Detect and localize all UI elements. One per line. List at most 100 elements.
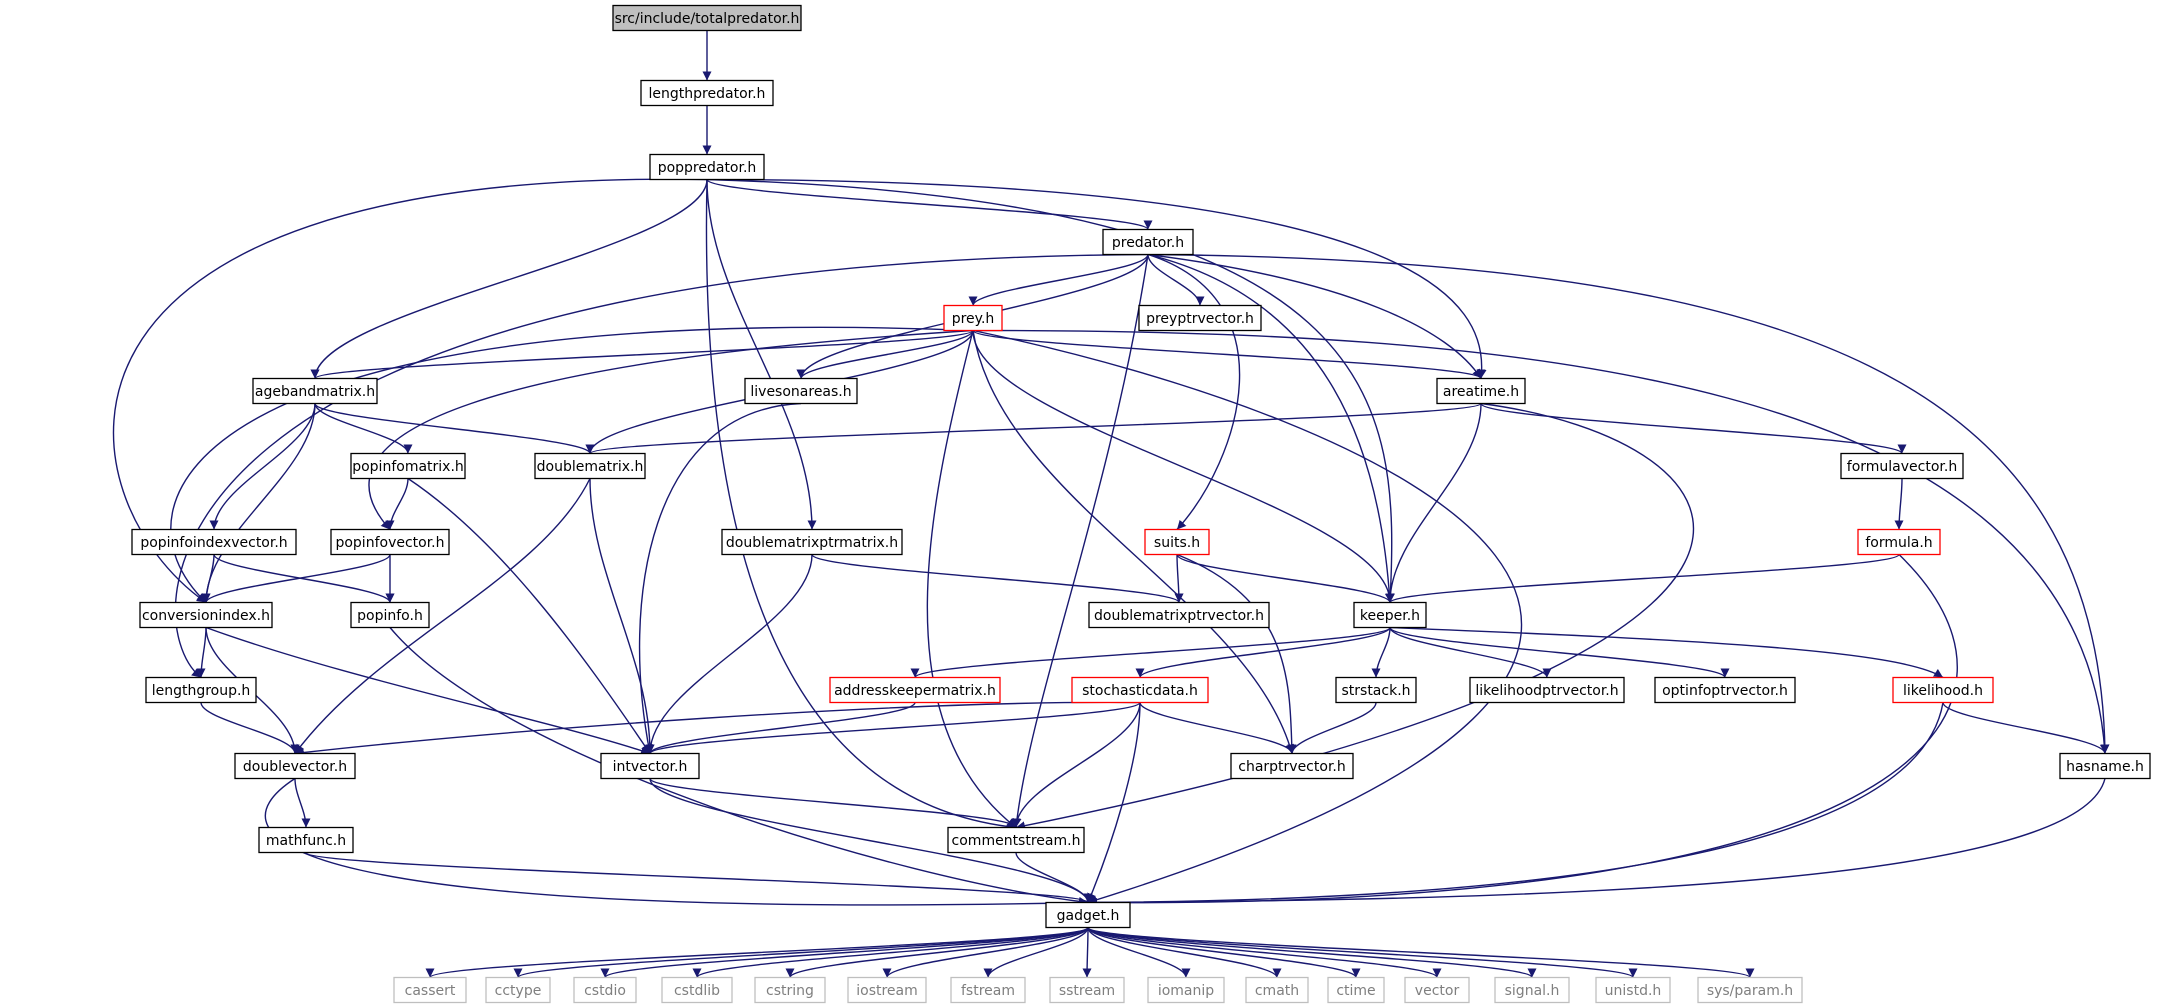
node-predator[interactable]: predator.h [1102, 228, 1194, 256]
node-conversionindex[interactable]: conversionindex.h [139, 601, 273, 629]
edge-popinfo-to-gadget [389, 627, 1089, 906]
node-popinfovector[interactable]: popinfovector.h [330, 528, 450, 556]
node-label-poppredator: poppredator.h [658, 160, 757, 176]
node-doublematrixptrmatrix[interactable]: doublematrixptrmatrix.h [721, 528, 903, 556]
edge-popinfomatrix-to-popinfovector [385, 478, 409, 530]
node-prey[interactable]: prey.h [943, 304, 1003, 332]
edge-mathfunc-to-gadget [305, 851, 1093, 904]
edge-keeper-to-stochasticdata [1135, 626, 1391, 679]
edge-gadget-to-cstring [785, 926, 1089, 979]
node-formulavector[interactable]: formulavector.h [1840, 452, 1964, 480]
node-label-doublematrixptrvector: doublematrixptrvector.h [1094, 608, 1264, 624]
edge-prey-to-livesonareas [796, 330, 974, 379]
edge-poppredator-to-commentstream [705, 179, 1017, 832]
node-strstack[interactable]: strstack.h [1335, 676, 1417, 704]
edge-prey-to-agebandmatrix [310, 329, 974, 380]
node-label-predator: predator.h [1112, 235, 1184, 251]
node-box-areatime [1436, 377, 1526, 405]
node-box-strstack [1335, 676, 1417, 704]
node-box-livesonareas [744, 377, 858, 405]
node-keeper[interactable]: keeper.h [1353, 601, 1427, 629]
node-lengthpredator[interactable]: lengthpredator.h [640, 79, 774, 107]
node-box-predator [1102, 228, 1194, 256]
node-box-popinfovector [330, 528, 450, 556]
edge-gadget-to-unistd [1087, 926, 1638, 979]
node-label-cstring: cstring [766, 983, 814, 999]
edge-prey-to-popinfovector [368, 329, 974, 530]
node-label-commentstream: commentstream.h [952, 833, 1081, 849]
node-cassert: cassert [393, 976, 467, 1004]
edge-keeper-to-optinfoptrvector [1389, 626, 1730, 679]
node-doublevector[interactable]: doublevector.h [234, 752, 356, 780]
node-label-sysparam: sys/param.h [1707, 983, 1793, 999]
edge-keeper-to-likelihood [1389, 626, 1944, 679]
node-label-lengthgroup: lengthgroup.h [152, 683, 251, 699]
edge-keeper-to-addresskeepermatrix [910, 626, 1391, 679]
node-popinfomatrix[interactable]: popinfomatrix.h [350, 452, 466, 480]
node-popinfoindexvector[interactable]: popinfoindexvector.h [131, 528, 297, 556]
edge-gadget-to-cstdlib [692, 926, 1089, 979]
node-optinfoptrvector[interactable]: optinfoptrvector.h [1654, 676, 1796, 704]
node-unistd: unistd.h [1595, 976, 1671, 1004]
node-box-likelihood [1892, 676, 1994, 704]
edge-prey-to-commentstream [926, 330, 1017, 829]
node-commentstream[interactable]: commentstream.h [947, 826, 1085, 854]
node-doublematrix[interactable]: doublematrix.h [534, 452, 646, 480]
node-box-iomanip [1147, 976, 1225, 1004]
node-box-gadget [1045, 901, 1131, 929]
node-cctype: cctype [485, 976, 551, 1004]
edge-suits-to-doublematrixptrvector [1174, 554, 1184, 603]
node-label-fstream: fstream [961, 983, 1015, 999]
node-mathfunc[interactable]: mathfunc.h [258, 826, 354, 854]
node-doublematrixptrvector[interactable]: doublematrixptrvector.h [1088, 601, 1270, 629]
edge-predator-to-prey [968, 254, 1149, 306]
node-hasname[interactable]: hasname.h [2059, 752, 2151, 780]
node-box-fstream [950, 976, 1026, 1004]
node-label-iomanip: iomanip [1158, 983, 1214, 999]
edge-stochasticdata-to-doublevector [294, 701, 1141, 757]
node-label-popinfomatrix: popinfomatrix.h [352, 459, 464, 475]
edge-gadget-to-fstream [983, 927, 1089, 978]
node-box-charptrvector [1230, 752, 1354, 780]
node-formula[interactable]: formula.h [1857, 528, 1941, 556]
node-agebandmatrix[interactable]: agebandmatrix.h [252, 377, 378, 405]
edge-strstack-to-charptrvector [1287, 702, 1377, 754]
node-label-gadget: gadget.h [1057, 908, 1120, 924]
node-totalpredator[interactable]: src/include/totalpredator.h [612, 4, 802, 32]
node-areatime[interactable]: areatime.h [1436, 377, 1526, 405]
node-box-cctype [485, 976, 551, 1004]
node-box-cstdio [573, 976, 637, 1004]
node-box-cassert [393, 976, 467, 1004]
node-intvector[interactable]: intvector.h [600, 752, 700, 780]
node-likelihood[interactable]: likelihood.h [1892, 676, 1994, 704]
edge-popinfomatrix-to-intvector [407, 477, 651, 754]
edge-predator-to-suits [1147, 253, 1241, 530]
edge-predator-to-commentstream [1012, 254, 1149, 828]
node-label-cstdio: cstdio [584, 983, 626, 999]
node-popinfo[interactable]: popinfo.h [350, 601, 430, 629]
node-box-cstdlib [661, 976, 733, 1004]
node-box-hasname [2059, 752, 2151, 780]
node-addresskeepermatrix[interactable]: addresskeepermatrix.h [829, 676, 1001, 704]
node-preyptrvector[interactable]: preyptrvector.h [1138, 304, 1262, 332]
node-label-iostream: iostream [856, 983, 918, 999]
node-lengthgroup[interactable]: lengthgroup.h [145, 676, 257, 704]
node-box-keeper [1353, 601, 1427, 629]
edge-keeper-to-likelihoodptrvector [1389, 627, 1552, 678]
node-likelihoodptrvector[interactable]: likelihoodptrvector.h [1469, 676, 1625, 704]
node-box-doublematrixptrmatrix [721, 528, 903, 556]
edge-popinfoindexvector-to-conversionindex [201, 554, 215, 603]
node-poppredator[interactable]: poppredator.h [649, 153, 765, 181]
node-charptrvector[interactable]: charptrvector.h [1230, 752, 1354, 780]
edge-addresskeepermatrix-to-intvector [645, 701, 916, 755]
node-livesonareas[interactable]: livesonareas.h [744, 377, 858, 405]
node-suits[interactable]: suits.h [1144, 528, 1210, 556]
edge-stochasticdata-to-commentstream [1011, 702, 1141, 828]
node-gadget[interactable]: gadget.h [1045, 901, 1131, 929]
edge-agebandmatrix-to-doublematrix [314, 402, 595, 455]
node-box-stochasticdata [1071, 676, 1209, 704]
node-label-popinfoindexvector: popinfoindexvector.h [140, 535, 287, 551]
node-cstdlib: cstdlib [661, 976, 733, 1004]
edge-doublematrix-to-intvector [589, 478, 655, 754]
node-stochasticdata[interactable]: stochasticdata.h [1071, 676, 1209, 704]
